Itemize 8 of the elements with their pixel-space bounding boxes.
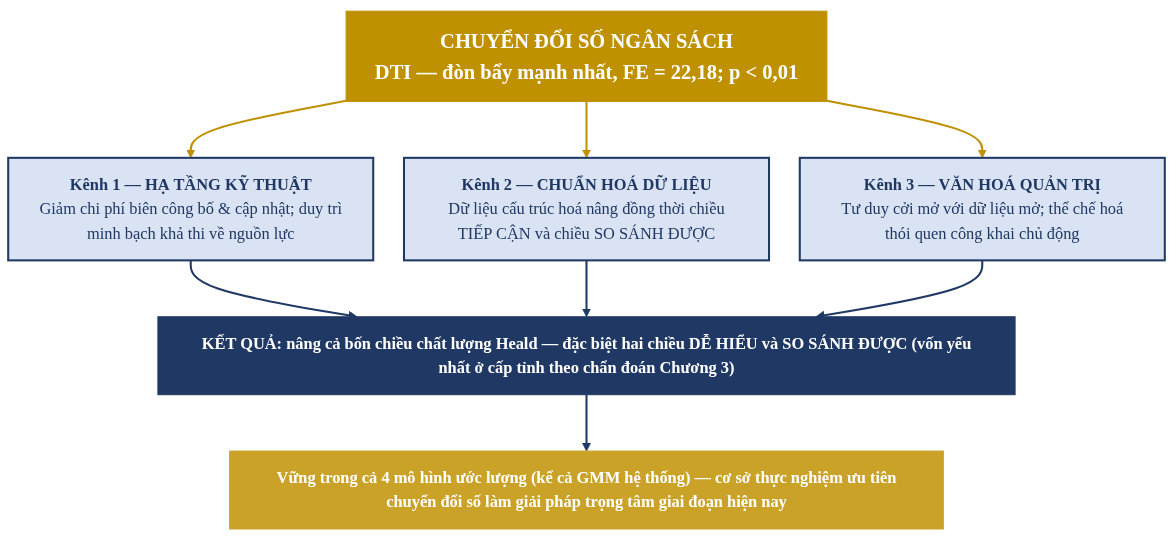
node-box: Kênh 1 — HẠ TẦNG KỸ THUẬT Giảm chi phí biên công bố & cập nhật; duy trì minh bạch khả thi về nguồn lực [7, 156, 375, 262]
arrow [582, 394, 591, 452]
node-box: CHUYỂN ĐỔI SỐ NGÂN SÁCH DTI — đòn bẩy mạnh nhất, FE = 22,18; p < 0,01 [345, 10, 828, 102]
arrow [582, 260, 591, 318]
node-box: KẾT QUẢ: nâng cả bốn chiều chất lượng Heald — đặc biệt hai chiều DỄ HIỂU và SO SÁNH ĐƯỢC (vốn yếu nhất ở cấp tỉnh theo chẩn đoán Chương 3) [157, 316, 1016, 396]
node-box: Kênh 3 — VĂN HOÁ QUẢN TRỊ Tư duy cởi mở với dữ liệu mở; thể chế hoá thói quen công khai chủ động [798, 156, 1166, 262]
node-box: Kênh 2 — CHUẨN HOÁ DỮ LIỆU Dữ liệu cấu trúc hoá nâng đồng thời chiều TIẾP CẬN và chiều SO SÁNH ĐƯỢC [402, 156, 771, 262]
node-box: Vững trong cả 4 mô hình ước lượng (kể cả GMM hệ thống) — cơ sở thực nghiệm ưu tiên chuyển đổi số làm giải pháp trọng tâm giai đoạn hiện nay [229, 450, 944, 530]
